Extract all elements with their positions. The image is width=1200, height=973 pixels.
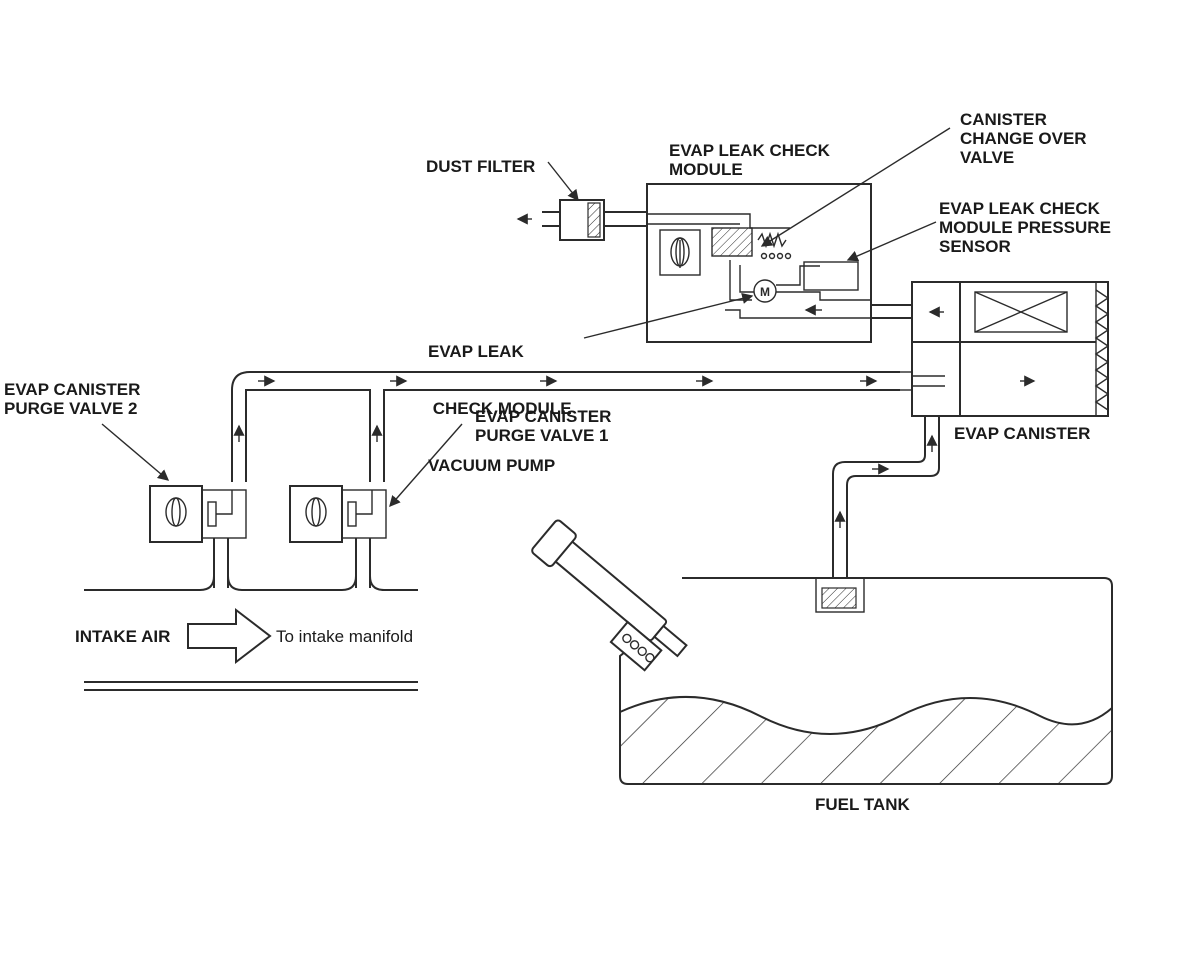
purge-line [231, 371, 900, 482]
label-intake-air: INTAKE AIR [75, 627, 170, 646]
label-line: MODULE PRESSURE [939, 218, 1111, 237]
label-purge-valve-1: EVAP CANISTER PURGE VALVE 1 [475, 407, 611, 445]
label-line: CHECK MODULE [428, 399, 572, 418]
label-text: DUST FILTER [426, 157, 536, 176]
label-line: MODULE [669, 160, 743, 179]
label-line: VALVE [960, 148, 1015, 167]
label-purge-valve-2: EVAP CANISTER PURGE VALVE 2 [4, 380, 140, 418]
label-to-intake-manifold: To intake manifold [276, 627, 413, 646]
dust-filter [516, 199, 605, 241]
label-dust-filter: DUST FILTER [426, 157, 535, 176]
label-line: CANISTER [960, 110, 1047, 129]
label-line: EVAP LEAK CHECK [669, 141, 830, 160]
leader-lines [101, 127, 951, 508]
label-line: SENSOR [939, 237, 1011, 256]
label-text: EVAP CANISTER [954, 424, 1091, 443]
evap-canister-shape [871, 281, 1110, 417]
label-line: EVAP LEAK [428, 342, 524, 361]
label-pressure-sensor: EVAP LEAK CHECK MODULE PRESSURE SENSOR [939, 199, 1111, 256]
label-line: PURGE VALVE 2 [4, 399, 138, 418]
leak-check-module: M [604, 183, 872, 343]
label-fuel-tank: FUEL TANK [815, 795, 910, 814]
purge-valve-1-shape [289, 485, 387, 588]
label-text: FUEL TANK [815, 795, 910, 814]
label-line: EVAP CANISTER [475, 407, 612, 426]
label-text: INTAKE AIR [75, 627, 171, 646]
fuel-tank-shape [531, 519, 1113, 785]
intake-duct [84, 575, 418, 691]
label-vacuum-pump: EVAP LEAK CHECK MODULE VACUUM PUMP [428, 304, 572, 494]
label-canister-change-over-valve: CANISTER CHANGE OVER VALVE [960, 110, 1087, 167]
label-line: VACUUM PUMP [428, 456, 556, 475]
label-line: CHANGE OVER [960, 129, 1087, 148]
tank-vapor-line [832, 416, 940, 578]
label-line: PURGE VALVE 1 [475, 426, 609, 445]
label-text: To intake manifold [276, 627, 414, 646]
label-evap-canister: EVAP CANISTER [954, 424, 1090, 443]
svg-text:M: M [760, 285, 770, 299]
purge-valve-2-shape [149, 485, 247, 588]
intake-flow-arrow [187, 607, 272, 665]
label-evap-leak-check-module: EVAP LEAK CHECK MODULE [669, 141, 830, 179]
label-line: EVAP CANISTER [4, 380, 141, 399]
label-line: EVAP LEAK CHECK [939, 199, 1100, 218]
